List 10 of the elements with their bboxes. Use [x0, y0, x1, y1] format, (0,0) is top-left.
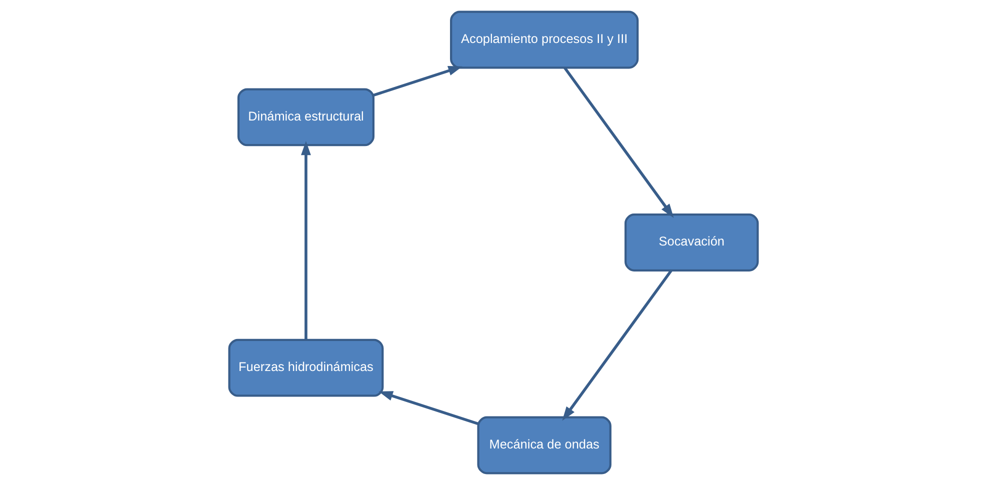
node-box: Fuerzas hidrodinámicas: [228, 338, 384, 396]
arrow: [564, 66, 674, 218]
node-box: Mecánica de ondas: [477, 416, 612, 474]
node-box: Acoplamiento procesos II y III: [450, 10, 639, 68]
arrow: [378, 390, 479, 425]
arrow: [373, 66, 462, 96]
node-box: Dinámica estructural: [237, 88, 374, 146]
arrow: [301, 140, 311, 340]
node-box: Socavación: [624, 213, 759, 271]
arrow: [562, 269, 672, 420]
